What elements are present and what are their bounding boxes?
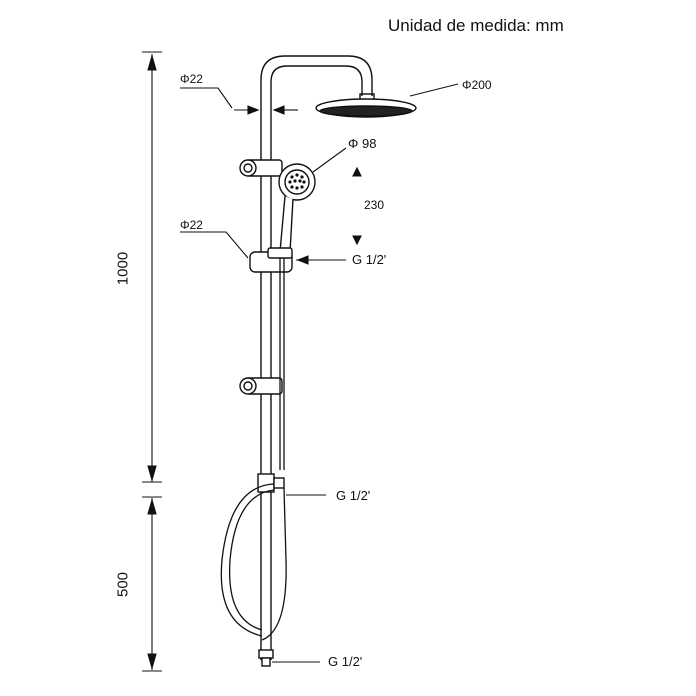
hose — [279, 258, 285, 470]
riser-pipe-inner — [270, 65, 363, 660]
diverter — [257, 473, 285, 493]
dim-bar-diameter-slider: Φ22 — [180, 218, 203, 232]
thread-diverter: G 1/2' — [336, 488, 371, 503]
dim-spacing: 230 — [364, 198, 385, 212]
unit-label: Unidad de medida: mm — [388, 16, 564, 35]
bottom-inlet — [258, 649, 274, 667]
wall-bracket-lower — [239, 377, 283, 395]
riser-pipe — [260, 55, 373, 660]
rain-shower-head — [315, 98, 417, 118]
thread-hand-shower: G 1/2' — [352, 252, 387, 267]
dim-bar-diameter-top: Φ22 — [180, 72, 203, 86]
dim-head-diameter: Φ200 — [462, 78, 492, 92]
hose-loop — [220, 483, 287, 641]
dim-height-lower: 500 — [114, 571, 132, 598]
dim-height-upper: 1000 — [114, 251, 132, 286]
dim-hand-diameter: Φ 98 — [348, 136, 377, 151]
thread-inlet: G 1/2' — [328, 654, 363, 669]
slider-holder — [249, 247, 293, 273]
wall-bracket-upper — [239, 159, 283, 177]
hand-shower — [278, 163, 316, 253]
